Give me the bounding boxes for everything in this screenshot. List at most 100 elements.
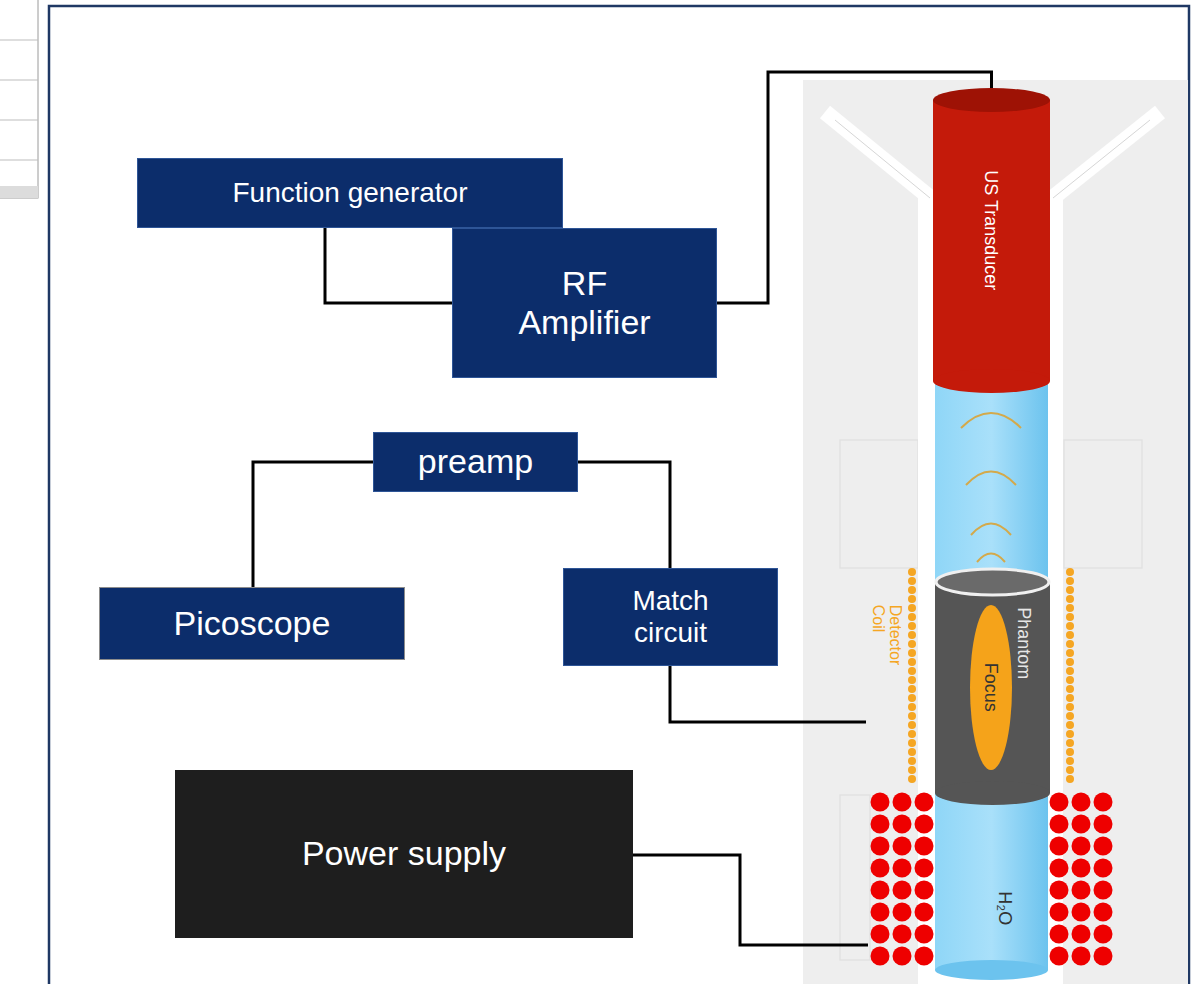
funnel-edge	[1053, 120, 1150, 198]
magnet-winding	[915, 903, 934, 922]
detector-winding	[908, 577, 916, 585]
magnet-winding	[1072, 947, 1091, 966]
magnet-winding	[915, 881, 934, 900]
node-label: Picoscope	[174, 604, 331, 643]
magnet-winding	[915, 859, 934, 878]
magnet-winding	[871, 815, 890, 834]
detector-winding	[908, 586, 916, 594]
instrument-box: preamp	[373, 432, 578, 492]
magnet-outline	[1064, 440, 1142, 568]
magnet-winding	[1094, 859, 1113, 878]
power-supply-box: Power supply	[175, 770, 633, 938]
detector-winding	[1066, 640, 1074, 648]
magnet-winding	[915, 793, 934, 812]
magnet-winding	[915, 925, 934, 944]
detector-winding	[1066, 712, 1074, 720]
ultrasound-wave	[971, 524, 1011, 536]
magnet-winding	[915, 947, 934, 966]
magnet-winding	[893, 903, 912, 922]
magnet-outline	[840, 440, 918, 568]
detector-winding	[1066, 595, 1074, 603]
magnet-winding	[1072, 925, 1091, 944]
instrument-box: Function generator	[137, 158, 563, 228]
magnet-winding	[893, 881, 912, 900]
magnet-winding	[1050, 925, 1069, 944]
cylinder-body	[933, 100, 1050, 381]
magnet-winding	[871, 859, 890, 878]
cylinder-top	[933, 88, 1050, 112]
cylinder-body	[935, 582, 1050, 793]
instrument-box: RF Amplifier	[452, 228, 717, 378]
outer-frame	[49, 6, 1189, 984]
instrument-box: Match circuit	[563, 568, 778, 666]
detector-winding	[1066, 721, 1074, 729]
signal-cable	[325, 228, 452, 303]
magnet-winding	[1072, 815, 1091, 834]
focus-region: Focus	[970, 605, 1012, 770]
detector-winding	[1066, 631, 1074, 639]
node-label: Phantom	[1014, 607, 1035, 679]
detector-winding	[908, 721, 916, 729]
detector-winding	[1066, 685, 1074, 693]
detector-winding	[908, 658, 916, 666]
node-label: Function generator	[232, 177, 467, 209]
magnet-winding	[1050, 947, 1069, 966]
detector-winding	[1066, 667, 1074, 675]
detector-winding	[908, 748, 916, 756]
magnet-winding	[871, 947, 890, 966]
detector-winding	[908, 676, 916, 684]
detector-winding	[908, 568, 916, 576]
magnet-winding	[1072, 881, 1091, 900]
detector-winding	[908, 604, 916, 612]
magnet-winding	[893, 837, 912, 856]
fragment-line	[0, 160, 38, 161]
detector-winding	[908, 631, 916, 639]
signal-cable	[253, 462, 373, 587]
magnet-winding	[1072, 859, 1091, 878]
magnet-winding	[893, 947, 912, 966]
detector-winding	[1066, 604, 1074, 612]
magnet-winding	[915, 837, 934, 856]
detector-winding	[908, 712, 916, 720]
node-label: Focus	[981, 663, 1002, 712]
magnet-winding	[893, 925, 912, 944]
detector-winding	[908, 613, 916, 621]
detector-winding	[908, 757, 916, 765]
phantom-cylinder: PhantomFocus	[935, 568, 1050, 805]
detector-winding	[908, 694, 916, 702]
magnet-winding	[1050, 815, 1069, 834]
funnel-edge	[835, 120, 930, 198]
medium-label: H₂O	[995, 891, 1016, 925]
magnet-winding	[1094, 903, 1113, 922]
detector-winding	[1066, 748, 1074, 756]
node-label: Match circuit	[596, 585, 746, 649]
detector-winding	[1066, 775, 1074, 783]
detector-winding	[1066, 730, 1074, 738]
detector-winding	[1066, 586, 1074, 594]
detector-winding	[908, 640, 916, 648]
magnet-winding	[1050, 793, 1069, 812]
magnet-winding	[871, 837, 890, 856]
magnet-winding	[893, 815, 912, 834]
detector-coil: Detector Coil	[866, 565, 906, 790]
detector-winding	[1066, 739, 1074, 747]
magnet-winding	[871, 881, 890, 900]
magnet-winding	[871, 793, 890, 812]
magnet-winding	[1094, 815, 1113, 834]
signal-cable	[670, 666, 866, 722]
focus-ellipse	[970, 605, 1012, 770]
fragment-box	[0, 0, 38, 198]
detector-winding	[1066, 676, 1074, 684]
detector-winding	[908, 622, 916, 630]
detector-winding	[1066, 757, 1074, 765]
water-tube-end	[935, 960, 1048, 980]
magnet-winding	[1050, 881, 1069, 900]
cylinder-top	[936, 569, 1049, 595]
detector-winding	[1066, 577, 1074, 585]
label-holder: H₂O	[965, 868, 1045, 948]
detector-winding	[908, 775, 916, 783]
detector-winding	[908, 766, 916, 774]
magnet-winding	[1094, 837, 1113, 856]
node-label: RF Amplifier	[505, 264, 665, 342]
